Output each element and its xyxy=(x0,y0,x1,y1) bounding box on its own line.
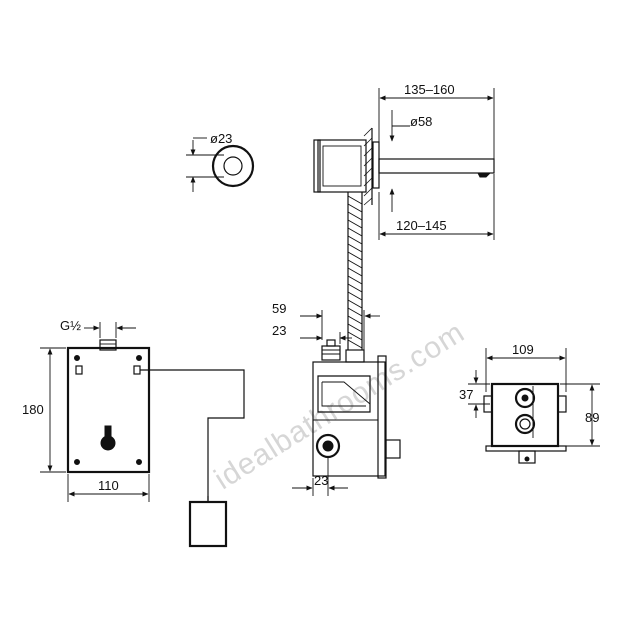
sensor-outer-ring xyxy=(211,144,255,188)
valve-knob xyxy=(315,433,341,459)
mounting-plate xyxy=(66,346,151,474)
concealed-box xyxy=(312,361,386,477)
dimension-37: 37 xyxy=(459,387,473,402)
dimension-135-160: 135–160 xyxy=(404,82,455,97)
dimension-109: 109 xyxy=(512,342,534,357)
box-end-view: 109 37 89 xyxy=(459,342,600,464)
dimension-23-bottom: 23 xyxy=(314,473,328,488)
sensor-unit xyxy=(188,500,228,548)
dimension-120-145: 120–145 xyxy=(396,218,447,233)
dimension-diameter-58: ø58 xyxy=(410,114,432,129)
flexible-hose xyxy=(347,192,363,350)
dimension-diameter-23: ø23 xyxy=(210,131,232,146)
end-port-top xyxy=(514,387,536,409)
spout-side-view: 135–160 ø58 120–145 xyxy=(313,82,495,350)
box-front-view: G½ 180 110 xyxy=(22,318,245,548)
dimension-89: 89 xyxy=(585,410,599,425)
dimension-110: 110 xyxy=(98,478,119,493)
concealed-box-side-view: 59 23 23 xyxy=(272,301,401,496)
dimension-59: 59 xyxy=(272,301,286,316)
sensor-cable xyxy=(140,369,245,502)
sensor-inner-ring xyxy=(223,156,243,176)
dimension-thread-g-half: G½ xyxy=(60,318,81,333)
spout xyxy=(378,158,495,174)
dimension-23-top: 23 xyxy=(272,323,286,338)
dimension-180: 180 xyxy=(22,402,44,417)
sensor-body xyxy=(317,139,367,193)
sensor-window-view: ø23 xyxy=(186,131,255,192)
end-port-bottom xyxy=(514,413,536,435)
inlet-fitting xyxy=(99,339,117,351)
wall-flange xyxy=(372,141,380,189)
